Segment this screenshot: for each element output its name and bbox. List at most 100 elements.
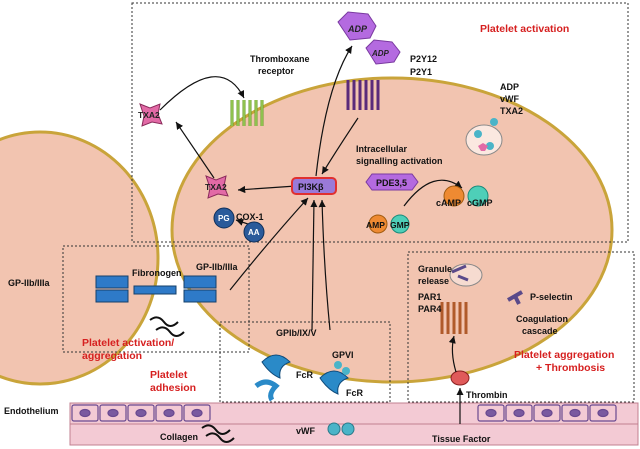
fibrin-squiggle-2	[155, 326, 185, 337]
pg-molecule	[213, 207, 235, 229]
tissue-factor-label: Tissue Factor	[432, 434, 491, 444]
txa2-outside-label: TXA2	[138, 110, 160, 120]
pi3k-label: PI3Kβ	[298, 182, 324, 192]
collagen-label: Collagen	[160, 432, 198, 442]
pselectin-label: P-selectin	[530, 292, 573, 302]
section-aggregation-bottom: aggregation	[82, 350, 142, 362]
gpib-receptor-shape	[254, 379, 280, 402]
main-platelet	[170, 76, 614, 384]
endothelial-cells	[71, 404, 617, 422]
gpiib-receptor-right	[183, 275, 217, 303]
fcr-left-label: FcR	[296, 370, 314, 380]
p2y1-label: P2Y1	[410, 67, 432, 77]
gpvi-ball	[334, 361, 342, 369]
vwf-ball-2	[341, 422, 355, 436]
adp-label: ADP	[347, 24, 368, 34]
aggregation-box	[62, 245, 250, 353]
granule-adp-label: ADP	[500, 82, 519, 92]
pde-enzyme: PDE3,5	[365, 173, 419, 191]
cox1-label: COX-1	[236, 212, 264, 222]
adp-label-2: ADP	[371, 49, 390, 58]
granule-ball	[474, 130, 482, 138]
granule-ball-2	[486, 142, 494, 150]
amp-label: AMP	[366, 220, 385, 230]
p2y12-label: P2Y12	[410, 54, 437, 64]
section-thrombosis-top: Platelet aggregation	[514, 349, 614, 361]
fcr-left-receptor	[261, 354, 291, 379]
fcr-right-receptor	[319, 370, 349, 395]
gmp-label: GMP	[390, 220, 410, 230]
pg-label: PG	[218, 214, 230, 223]
arrow-thrombin-to-par	[448, 335, 457, 373]
fibronogen-label: Fibronogen	[132, 268, 182, 278]
gpiib-right-label: GP-IIb/IIIa	[196, 262, 239, 272]
granule-ball-3	[490, 118, 498, 126]
txa2-inside: TXA2	[205, 175, 229, 199]
par1-label: PAR1	[418, 292, 441, 302]
par-receptor	[440, 302, 468, 334]
gpib-label: GPIb/IX/V	[276, 328, 317, 338]
collagen-fiber-2	[205, 432, 235, 443]
txa2-outside: TXA2	[138, 103, 163, 127]
section-adhesion-top: Platelet	[150, 369, 188, 381]
vwf-label: vWF	[296, 426, 316, 436]
arrow-gpib-to-pi3k	[310, 199, 318, 331]
section-aggregation-top: Platelet activation/	[82, 337, 174, 349]
thrombin-label: Thrombin	[466, 390, 508, 400]
granule-txa2-label: TXA2	[500, 106, 523, 116]
thromboxane-label-top: Thromboxane	[250, 54, 310, 64]
granule-label-top: Granule	[418, 264, 452, 274]
coag-label-top: Coagulation	[516, 314, 568, 324]
pde-label: PDE3,5	[376, 178, 407, 188]
arrow-gp-to-pi3k	[229, 197, 309, 291]
arrow-gpvi-to-pi3k	[318, 199, 331, 331]
thrombosis-box	[407, 251, 635, 403]
vwf-ball	[327, 422, 341, 436]
adhesion-box	[219, 321, 391, 403]
arrow-txa2-to-receptor	[159, 76, 245, 111]
gpvi-label: GPVI	[332, 350, 354, 360]
txa2-inside-label: TXA2	[205, 182, 227, 192]
gpvi-ball-2	[342, 367, 350, 375]
pselectin-receptor	[507, 290, 523, 305]
p2y-receptor	[346, 80, 380, 110]
adp-molecule: ADP	[337, 11, 377, 41]
pi3k-enzyme: PI3Kβ	[291, 177, 337, 195]
fibronogen-bar	[133, 285, 177, 295]
granule-release-marker	[451, 264, 469, 282]
aa-label: AA	[248, 228, 260, 237]
section-adhesion-bottom: adhesion	[150, 382, 196, 394]
cgmp-label: cGMP	[467, 198, 493, 208]
thrombin-shape	[450, 370, 470, 386]
fcr-right-label: FcR	[346, 388, 364, 398]
camp-label: cAMP	[436, 198, 461, 208]
gpiib-left-label: GP-IIb/IIIa	[8, 278, 51, 288]
fibrin-squiggle	[149, 316, 179, 327]
arrow-txa2in-to-txa2out	[175, 121, 215, 179]
collagen-fiber	[201, 424, 231, 435]
adp-molecule-2: ADP	[365, 39, 401, 65]
intracellular-label-bottom: signalling activation	[356, 156, 443, 166]
arrow-receptor-to-pi3k	[321, 117, 359, 175]
neighbor-platelet	[0, 130, 160, 386]
intracellular-label-top: Intracellular	[356, 144, 408, 154]
activation-box	[131, 2, 629, 243]
camp-molecule	[443, 185, 465, 207]
coag-label-bottom: cascade	[522, 326, 558, 336]
arrow-pi3k-to-adp	[315, 45, 353, 177]
granule-txa2	[478, 143, 488, 151]
par4-label: PAR4	[418, 304, 441, 314]
amp-molecule	[368, 214, 388, 234]
cgmp-molecule	[467, 185, 489, 207]
endothelium-label: Endothelium	[4, 406, 59, 416]
gmp-molecule	[390, 214, 410, 234]
aa-molecule	[243, 221, 265, 243]
granule-vwf-label: vWF	[500, 94, 520, 104]
arrow-gmp-to-cgmp	[403, 179, 463, 207]
gpiib-receptor-left	[95, 275, 129, 303]
granule-label-bottom: release	[418, 276, 449, 286]
section-thrombosis-bottom: + Thrombosis	[536, 362, 605, 374]
arrow-pi3k-to-txa2	[237, 185, 297, 194]
